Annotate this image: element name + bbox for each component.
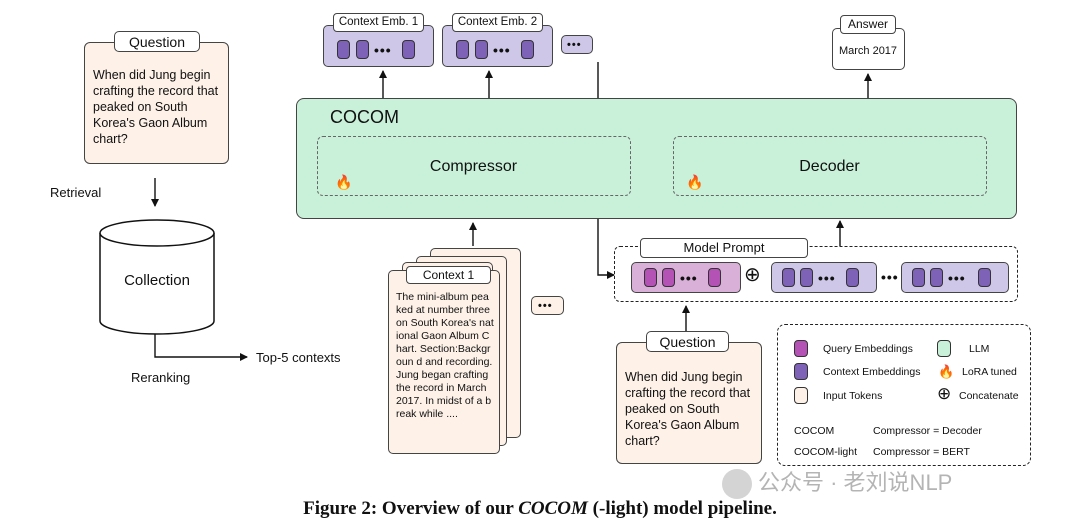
figure-caption: Figure 2: Overview of our COCOM (-light)…	[0, 498, 1080, 520]
wechat-icon	[722, 469, 752, 499]
legend-concatenate: Concatenate	[959, 390, 1019, 402]
context-text: The mini-album peaked at number three on…	[396, 291, 494, 420]
collection-label: Collection	[124, 272, 190, 289]
legend-cocom: COCOM	[794, 425, 835, 437]
flame-icon: 🔥	[335, 174, 353, 190]
decoder-block: Decoder 🔥	[673, 136, 987, 196]
context-embedding-2-label: Context Emb. 2	[452, 13, 543, 32]
reranking-label: Reranking	[131, 370, 191, 385]
llm-swatch	[937, 340, 951, 357]
ellipsis: •••	[567, 39, 582, 51]
context-token	[800, 268, 813, 287]
answer-text: March 2017	[838, 45, 898, 57]
context-1-title: Context 1	[406, 266, 491, 284]
question-title: Question	[114, 31, 200, 52]
ellipsis: •••	[680, 270, 698, 286]
flame-icon: 🔥	[686, 174, 704, 190]
answer-title: Answer	[840, 15, 896, 34]
context-embedding-1-label: Context Emb. 1	[333, 13, 424, 32]
watermark: 公众号 · 老刘说NLP	[758, 470, 953, 495]
legend-llm: LLM	[969, 343, 990, 355]
cocom-title: COCOM	[330, 107, 399, 127]
retrieval-label: Retrieval	[50, 185, 102, 200]
context-embeddings-swatch	[794, 363, 808, 380]
context-embeddings-group: •••	[901, 262, 1009, 293]
legend-lora-tuned: LoRA tuned	[962, 366, 1017, 378]
query-embeddings-group: •••	[631, 262, 741, 293]
ellipsis: •••	[493, 42, 511, 58]
flame-icon: 🔥	[938, 364, 955, 379]
compressor-label: Compressor	[429, 158, 518, 175]
question-card: When did Jung begin crafting the record …	[84, 42, 229, 164]
ellipsis: •••	[374, 42, 392, 58]
query-embeddings-swatch	[794, 340, 808, 357]
legend-input-tokens: Input Tokens	[823, 390, 883, 402]
caption-italic: COCOM	[518, 498, 588, 519]
context-token	[337, 40, 350, 59]
legend: Query Embeddings LLM Context Embeddings …	[777, 324, 1031, 466]
cocom-model-box: COCOM Compressor 🔥 Decoder 🔥	[296, 98, 1017, 219]
ellipsis: •••	[818, 270, 836, 286]
context-token	[475, 40, 488, 59]
context-page-front: The mini-album peaked at number three on…	[388, 270, 500, 454]
context-embedding-1: •••	[323, 25, 434, 67]
concatenate-icon: ⊕	[744, 264, 761, 286]
legend-cocom-light: COCOM-light	[794, 446, 858, 458]
decoder-label: Decoder	[799, 158, 860, 175]
context-token	[978, 268, 991, 287]
ellipsis: •••	[948, 270, 966, 286]
answer-card: March 2017	[832, 28, 905, 70]
input-tokens-swatch	[794, 387, 808, 404]
compressor-block: Compressor 🔥	[317, 136, 631, 196]
context-embeddings-group: •••	[771, 262, 877, 293]
question-card-bottom: When did Jung begin crafting the record …	[616, 342, 762, 464]
query-token	[662, 268, 675, 287]
legend-query-embeddings: Query Embeddings	[823, 343, 913, 355]
caption-prefix: Figure 2: Overview of our	[303, 498, 519, 519]
context-token	[846, 268, 859, 287]
context-token	[356, 40, 369, 59]
ellipsis: •••	[881, 269, 899, 285]
context-token	[456, 40, 469, 59]
more-contexts-box: •••	[531, 296, 564, 315]
legend-context-embeddings: Context Embeddings	[823, 366, 921, 378]
context-token	[912, 268, 925, 287]
context-token	[782, 268, 795, 287]
context-embedding-2: •••	[442, 25, 553, 67]
context-token	[402, 40, 415, 59]
caption-suffix: (-light) model pipeline.	[587, 498, 777, 519]
model-prompt-box: ••• ⊕ ••• ••• •••	[614, 246, 1018, 302]
more-embeddings-box: •••	[561, 35, 593, 54]
question-text: When did Jung begin crafting the record …	[93, 68, 219, 146]
question-title: Question	[646, 331, 729, 352]
query-token	[644, 268, 657, 287]
legend-cocom-light-desc: Compressor = BERT	[873, 446, 970, 458]
model-prompt-title: Model Prompt	[640, 238, 808, 258]
collection-cylinder	[99, 219, 215, 335]
query-token	[708, 268, 721, 287]
context-token	[521, 40, 534, 59]
question-text: When did Jung begin crafting the record …	[625, 370, 751, 448]
context-token	[930, 268, 943, 287]
ellipsis: •••	[538, 300, 553, 312]
top5-contexts-label: Top-5 contexts	[256, 350, 341, 365]
concatenate-icon: ⊕	[937, 384, 952, 403]
legend-cocom-desc: Compressor = Decoder	[873, 425, 982, 437]
